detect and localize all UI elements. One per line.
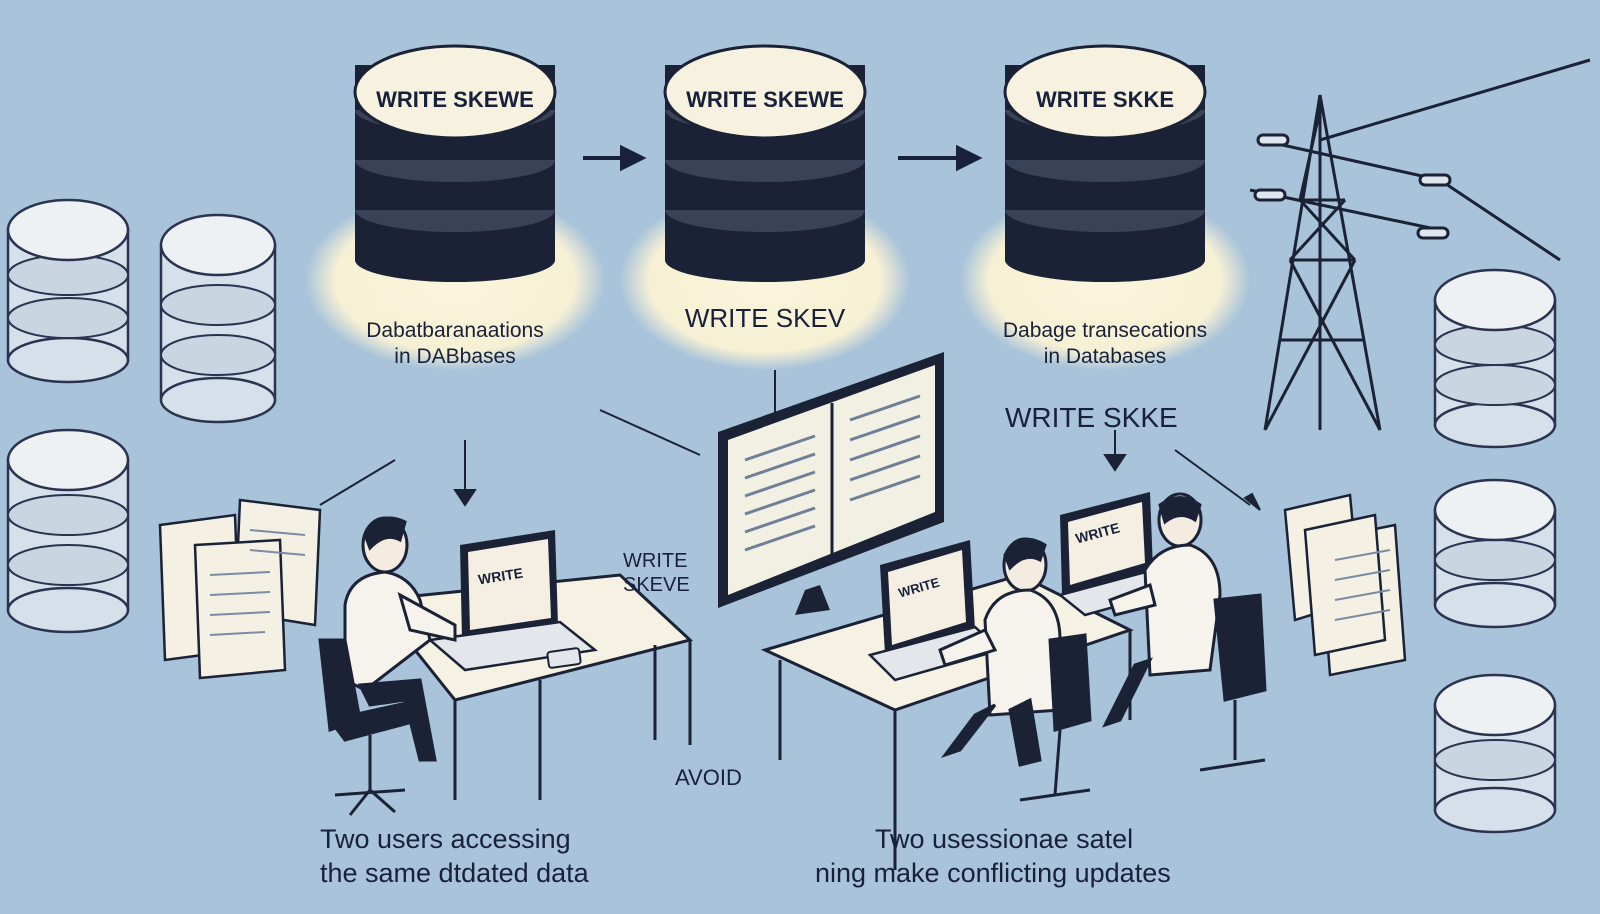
large-monitor [718, 352, 944, 615]
left-database-stack-top [6, 198, 130, 384]
left-database-stack-bottom [6, 428, 130, 634]
monitor-side-label-line2: SKEVE [623, 574, 690, 596]
left-caption-line2: the same dtdated data [320, 858, 589, 888]
right-database-stack-mid [1433, 478, 1557, 629]
right-person-front [938, 537, 1092, 802]
avoid-label: AVOID [675, 765, 742, 790]
left-documents-icon [158, 498, 322, 680]
right-database-stack-top [1433, 268, 1557, 449]
right-caption-line2: ning make conflicting updates [815, 858, 1171, 888]
right-database-stack-bottom [1433, 673, 1557, 834]
db-1-caption-line2: in DABbases [394, 345, 516, 368]
left-database-stack-mid [159, 213, 277, 424]
monitor-side-label-line1: WRITE [623, 550, 688, 572]
left-laptop [427, 530, 599, 672]
top-database-2 [620, 44, 910, 370]
db-2-label: WRITE SKEWE [686, 87, 844, 112]
left-person [318, 516, 457, 816]
db-1-label: WRITE SKEWE [376, 87, 534, 112]
db-1-caption-line1: Dabatbaranaations [366, 319, 544, 342]
right-caption-line1: Two usessionae satel [875, 824, 1134, 854]
right-heading: WRITE SKKE [1005, 402, 1178, 433]
top-database-3 [960, 44, 1250, 370]
transmission-tower-icon [1249, 58, 1591, 431]
flow-arrow-1 [583, 144, 647, 172]
left-caption-line1: Two users accessing [320, 824, 571, 854]
right-documents-icon [1283, 493, 1407, 677]
db-3-caption-line2: in Databases [1043, 345, 1167, 368]
flow-arrow-2 [898, 144, 983, 172]
right-person-back [1102, 492, 1267, 772]
top-database-1 [305, 44, 605, 370]
db-3-caption-line1: Dabage transecations [1002, 319, 1208, 342]
db-2-caption: WRITE SKEV [684, 303, 846, 333]
db-3-label: WRITE SKKE [1035, 87, 1175, 112]
